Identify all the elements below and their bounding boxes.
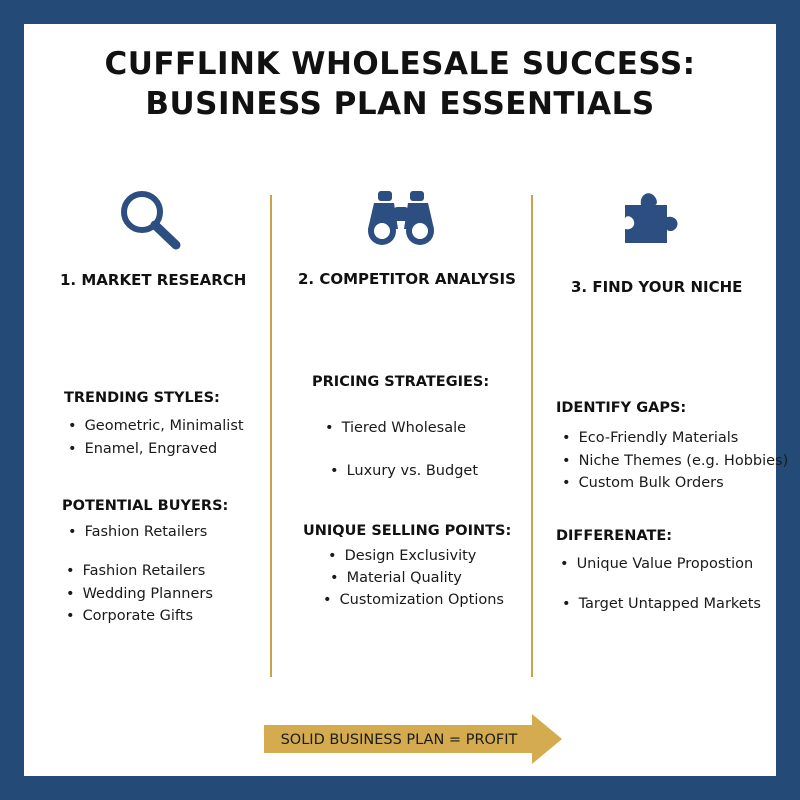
list-item: Customization Options — [323, 592, 504, 608]
puzzle-piece-icon — [625, 193, 678, 243]
column-heading-competitor-analysis: 2. COMPETITOR ANALYSIS — [298, 270, 516, 288]
arrow-banner-label: SOLID BUSINESS PLAN = PROFIT — [280, 732, 518, 748]
list-item: Luxury vs. Budget — [330, 463, 478, 479]
list-item: Fashion Retailers — [68, 524, 208, 540]
list-item: Fashion Retailers — [66, 563, 206, 579]
section-title-unique-selling-points: UNIQUE SELLING POINTS: — [303, 523, 512, 539]
section-title-identify-gaps: IDENTIFY GAPS: — [556, 400, 687, 416]
page-title: CUFFLINK WHOLESALE SUCCESS: BUSINESS PLA… — [0, 44, 800, 124]
column-divider-1 — [270, 195, 272, 677]
section-title-differentiate: DIFFERENATE: — [556, 528, 673, 544]
section-title-trending-styles: TRENDING STYLES: — [64, 390, 220, 406]
column-heading-market-research: 1. MARKET RESEARCH — [60, 271, 247, 289]
list-item: Design Exclusivity — [328, 548, 477, 564]
list-item: Niche Themes (e.g. Hobbies) — [562, 453, 789, 469]
list-item: Custom Bulk Orders — [562, 475, 724, 491]
list-item: Tiered Wholesale — [325, 420, 466, 436]
list-item: Material Quality — [330, 570, 462, 586]
binoculars-icon — [368, 191, 434, 245]
list-item: Target Untapped Markets — [562, 596, 761, 612]
section-title-pricing-strategies: PRICING STRATEGIES: — [312, 374, 490, 390]
infographic-card — [24, 24, 776, 776]
column-heading-find-niche: 3. FIND YOUR NICHE — [571, 278, 743, 296]
magnifying-glass-icon — [121, 191, 181, 250]
title-line-2: BUSINESS PLAN ESSENTIALS — [145, 86, 655, 122]
list-item: Wedding Planners — [66, 586, 213, 602]
list-item: Unique Value Propostion — [560, 556, 754, 572]
list-item: Corporate Gifts — [66, 608, 193, 624]
list-item: Eco-Friendly Materials — [562, 430, 739, 446]
list-item: Geometric, Minimalist — [68, 418, 244, 434]
column-divider-2 — [531, 195, 533, 677]
list-item: Enamel, Engraved — [68, 441, 218, 457]
title-line-1: CUFFLINK WHOLESALE SUCCESS: — [104, 46, 696, 82]
arrow-banner-icon — [264, 714, 562, 764]
section-title-potential-buyers: POTENTIAL BUYERS: — [62, 498, 229, 514]
